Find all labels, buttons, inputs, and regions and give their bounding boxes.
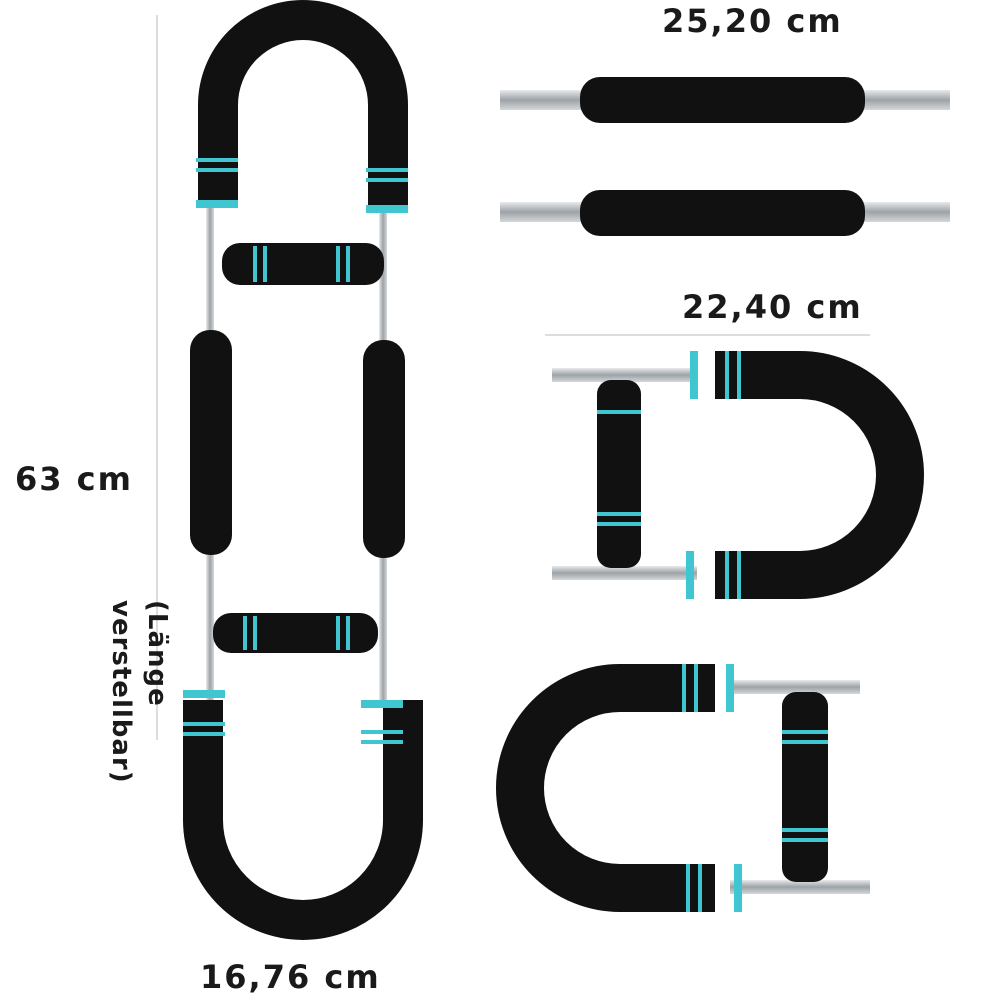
bottom-width-label: 16,76 cm xyxy=(200,958,381,996)
height-label: 63 cm xyxy=(15,460,133,498)
middle-width-label: 22,40 cm xyxy=(682,288,863,326)
assembled-trainer xyxy=(183,0,423,940)
straight-bar-1 xyxy=(500,77,950,123)
top-width-label: 25,20 cm xyxy=(662,2,843,40)
height-note-line1: (Länge xyxy=(142,600,172,707)
height-note-line2: verstellbar) xyxy=(106,600,136,784)
straight-bar-2 xyxy=(500,190,950,236)
u-handle-2 xyxy=(496,664,870,912)
u-handle-1 xyxy=(552,351,924,599)
height-note: (Länge verstellbar) xyxy=(103,600,175,810)
